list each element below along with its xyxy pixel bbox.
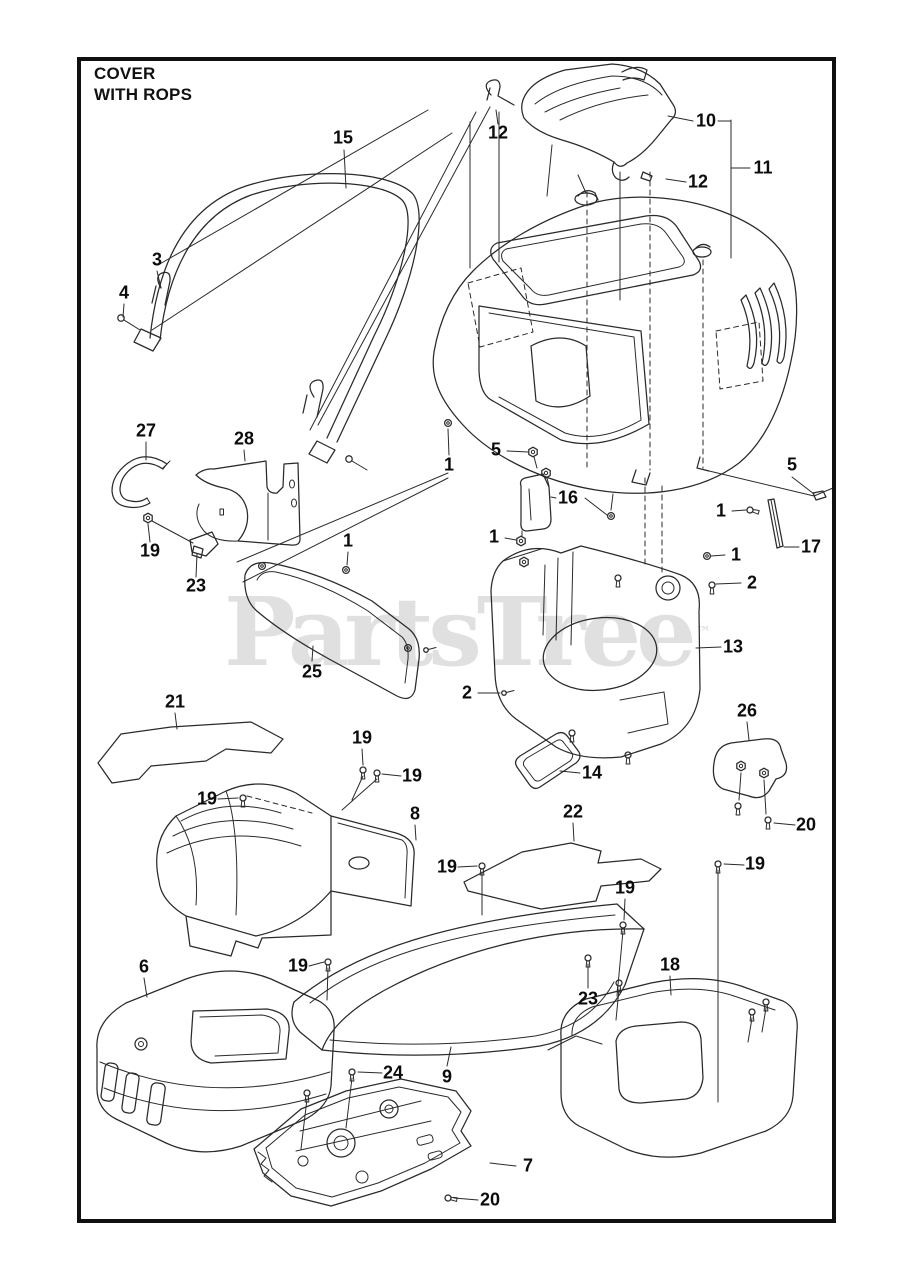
part-15-rops-bar [117, 173, 420, 471]
part-28-bracket [143, 460, 301, 559]
title-line-1: COVER [94, 64, 156, 83]
watermark-text: PartsTree [224, 577, 697, 688]
part-25-panel [244, 561, 437, 700]
part-26-bracket [712, 738, 788, 830]
part-14-gasket [514, 731, 581, 790]
leader-wedges [151, 106, 834, 583]
part-18-cover [547, 860, 798, 1158]
part-17-strip [702, 490, 827, 595]
title-line-2: WITH ROPS [94, 85, 193, 104]
part-27-clip [111, 456, 171, 509]
part-22-mat [463, 842, 662, 910]
part-8-fender [156, 766, 415, 957]
part-11-cover [432, 171, 798, 494]
diagram-title: COVER WITH ROPS [94, 63, 192, 105]
part-16-bracket [341, 418, 616, 575]
part-6-hood [96, 970, 335, 1153]
part-9-fender [291, 862, 645, 1056]
part-21-mat [97, 721, 284, 784]
part-10-lid [485, 63, 677, 182]
part-13-bucket [490, 477, 701, 765]
callout-leader-lines [122, 109, 815, 1201]
part-7-floor-pan [253, 1068, 472, 1207]
